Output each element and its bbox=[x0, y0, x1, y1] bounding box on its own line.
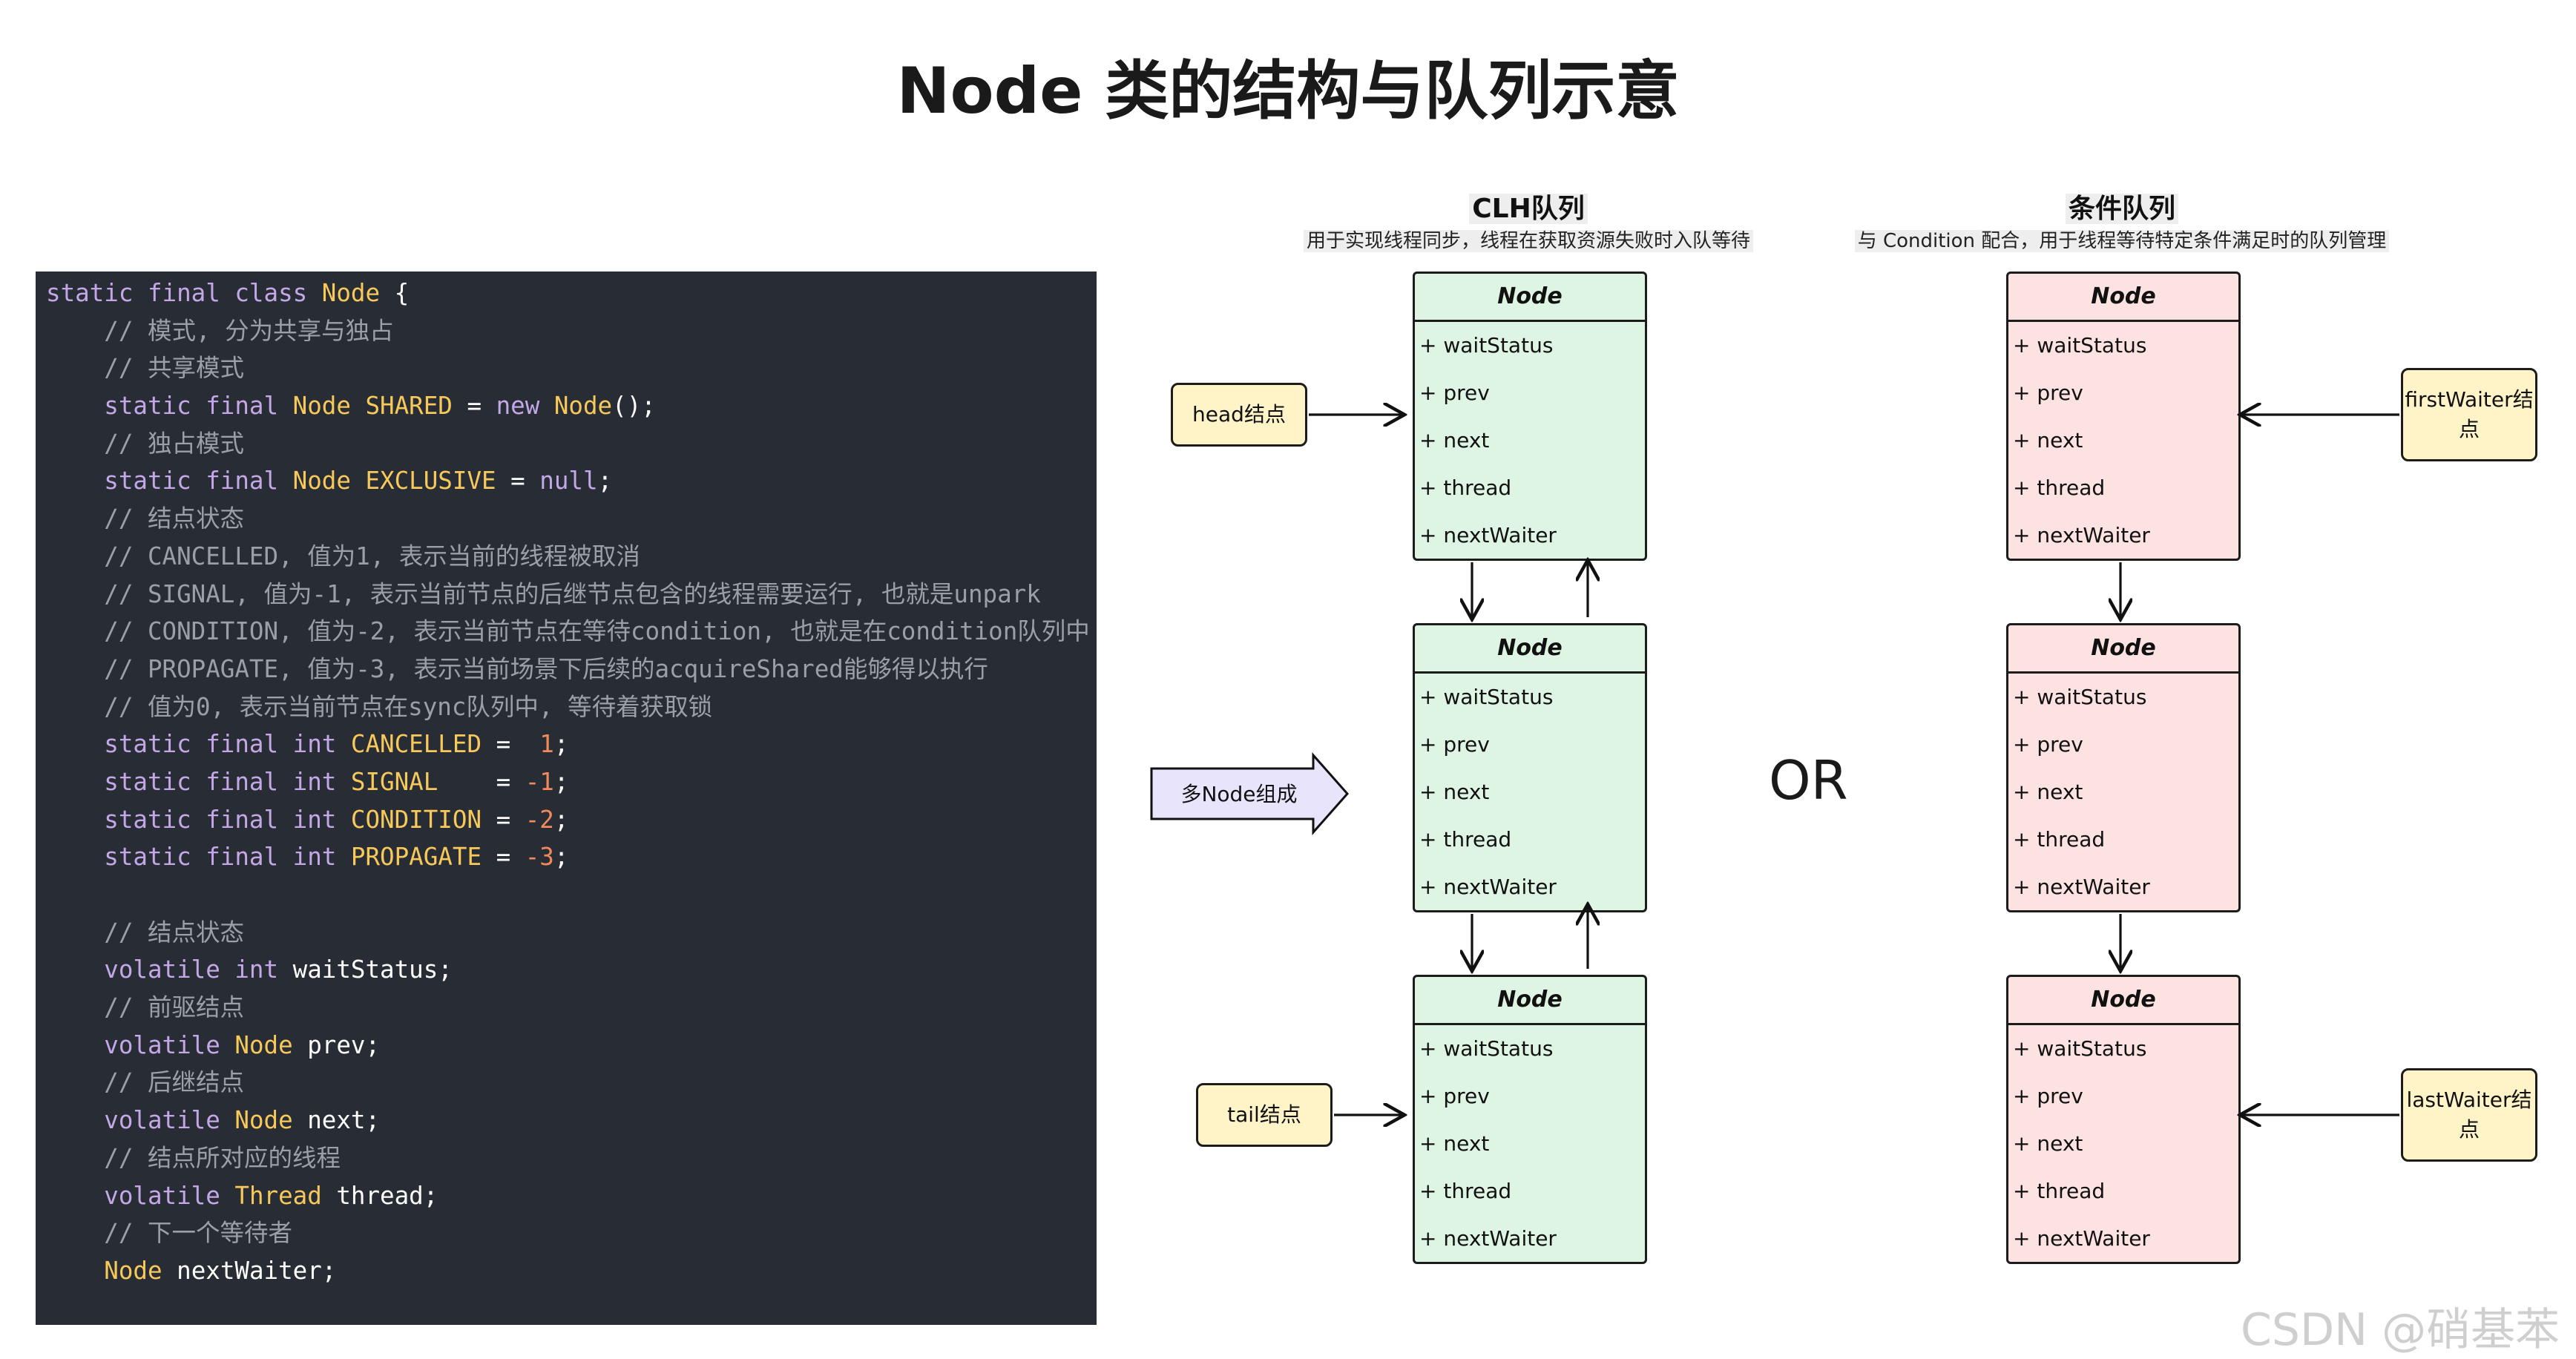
node-field: + prev bbox=[1419, 1084, 1490, 1108]
node-header: Node bbox=[1415, 625, 1645, 674]
node-field: + waitStatus bbox=[2013, 333, 2147, 358]
code-line: static final int CONDITION = -2; bbox=[46, 805, 569, 834]
clh-node-3: Node + waitStatus + prev + next + thread + ne… bbox=[1413, 975, 1647, 1264]
code-line: // CONDITION, 值为-2, 表示当前节点在等待condition, … bbox=[46, 617, 1090, 646]
code-line: // 值为0, 表示当前节点在sync队列中, 等待着获取锁 bbox=[46, 692, 713, 721]
code-line: // SIGNAL, 值为-1, 表示当前节点的后继节点包含的线程需要运行, 也… bbox=[46, 579, 1041, 608]
node-field: + next bbox=[1419, 1131, 1490, 1156]
code-line: // 结点状态 bbox=[46, 918, 244, 947]
code-line: // 共享模式 bbox=[46, 354, 244, 383]
code-text: static final class Node { // 模式, 分为共享与独占… bbox=[46, 274, 1090, 1290]
node-field: + nextWaiter bbox=[1419, 875, 1557, 899]
node-field: + next bbox=[2013, 780, 2083, 804]
condition-node-1: Node + waitStatus + prev + next + thread + ne… bbox=[2006, 272, 2241, 561]
tail-node-label: tail结点 bbox=[1196, 1083, 1333, 1147]
code-line: // 下一个等待者 bbox=[46, 1219, 292, 1248]
node-header: Node bbox=[2008, 274, 2238, 322]
node-header: Node bbox=[1415, 977, 1645, 1025]
clh-node-1: Node + waitStatus + prev + next + thread + ne… bbox=[1413, 272, 1647, 561]
clh-title: CLH队列 bbox=[1291, 187, 1766, 226]
node-field: + waitStatus bbox=[1419, 1036, 1554, 1061]
multi-node-arrow-shape bbox=[1150, 752, 1350, 835]
node-field: + thread bbox=[2013, 476, 2106, 500]
clh-subtitle: 用于实现线程同步，线程在获取资源失败时入队等待 bbox=[1217, 226, 1840, 253]
code-line: // PROPAGATE, 值为-3, 表示当前场景下后续的acquireSha… bbox=[46, 654, 988, 683]
code-line: // 结点状态 bbox=[46, 504, 244, 533]
node-header: Node bbox=[2008, 977, 2238, 1025]
node-field: + waitStatus bbox=[2013, 685, 2147, 709]
code-panel: static final class Node { // 模式, 分为共享与独占… bbox=[36, 272, 1097, 1325]
node-field: + prev bbox=[1419, 732, 1490, 757]
head-node-label: head结点 bbox=[1171, 383, 1307, 447]
code-line: volatile int waitStatus; bbox=[46, 955, 453, 984]
node-field: + thread bbox=[1419, 827, 1512, 852]
node-field: + waitStatus bbox=[2013, 1036, 2147, 1061]
code-line: static final int PROPAGATE = -3; bbox=[46, 843, 569, 872]
node-field: + prev bbox=[1419, 381, 1490, 405]
or-text: OR bbox=[1769, 749, 1848, 812]
condition-title: 条件队列 bbox=[1885, 187, 2359, 226]
node-field: + nextWaiter bbox=[2013, 523, 2150, 547]
node-field: + thread bbox=[2013, 1179, 2106, 1203]
code-line: volatile Node prev; bbox=[46, 1030, 381, 1059]
node-field: + nextWaiter bbox=[1419, 1226, 1557, 1251]
code-line: Node nextWaiter; bbox=[104, 1256, 337, 1285]
node-header: Node bbox=[2008, 625, 2238, 674]
node-field: + thread bbox=[1419, 476, 1512, 500]
node-field: + waitStatus bbox=[1419, 685, 1554, 709]
condition-subtitle: 与 Condition 配合，用于线程等待特定条件满足时的队列管理 bbox=[1795, 226, 2448, 253]
node-field: + next bbox=[1419, 428, 1490, 453]
first-waiter-label: firstWaiter结 点 bbox=[2401, 368, 2537, 461]
node-field: + next bbox=[1419, 780, 1490, 804]
code-line: // 后继结点 bbox=[46, 1068, 244, 1097]
condition-node-3: Node + waitStatus + prev + next + thread + ne… bbox=[2006, 975, 2241, 1264]
node-field: + prev bbox=[2013, 381, 2083, 405]
code-line: static final Node SHARED = new Node(); bbox=[46, 392, 656, 421]
code-line: static final int CANCELLED = 1; bbox=[46, 730, 569, 759]
page-title: Node 类的结构与队列示意 bbox=[896, 54, 1680, 128]
node-field: + waitStatus bbox=[1419, 333, 1554, 358]
node-field: + prev bbox=[2013, 732, 2083, 757]
code-line: // 结点所对应的线程 bbox=[46, 1143, 341, 1172]
node-field: + thread bbox=[2013, 827, 2106, 852]
node-field: + nextWaiter bbox=[2013, 875, 2150, 899]
code-line: static final class Node { bbox=[46, 279, 410, 307]
code-line: static final int SIGNAL = -1; bbox=[46, 767, 569, 796]
code-line: // 模式, 分为共享与独占 bbox=[46, 316, 394, 345]
code-line: // 前驱结点 bbox=[46, 993, 244, 1022]
node-field: + next bbox=[2013, 428, 2083, 453]
node-field: + thread bbox=[1419, 1179, 1512, 1203]
code-line: // CANCELLED, 值为1, 表示当前的线程被取消 bbox=[46, 542, 640, 570]
node-header: Node bbox=[1415, 274, 1645, 322]
node-field: + prev bbox=[2013, 1084, 2083, 1108]
last-waiter-label: lastWaiter结 点 bbox=[2401, 1068, 2537, 1162]
code-line: // 独占模式 bbox=[46, 429, 244, 458]
condition-node-2: Node + waitStatus + prev + next + thread + ne… bbox=[2006, 623, 2241, 912]
node-field: + next bbox=[2013, 1131, 2083, 1156]
code-line: volatile Node next; bbox=[46, 1106, 381, 1135]
node-field: + nextWaiter bbox=[1419, 523, 1557, 547]
node-field: + nextWaiter bbox=[2013, 1226, 2150, 1251]
code-line: static final Node EXCLUSIVE = null; bbox=[46, 467, 613, 496]
watermark: CSDN @硝基苯 bbox=[2241, 1304, 2560, 1356]
multi-node-label: 多Node组成 bbox=[1180, 782, 1298, 806]
clh-node-2: Node + waitStatus + prev + next + thread + ne… bbox=[1413, 623, 1647, 912]
code-line: volatile Thread thread; bbox=[46, 1181, 438, 1210]
